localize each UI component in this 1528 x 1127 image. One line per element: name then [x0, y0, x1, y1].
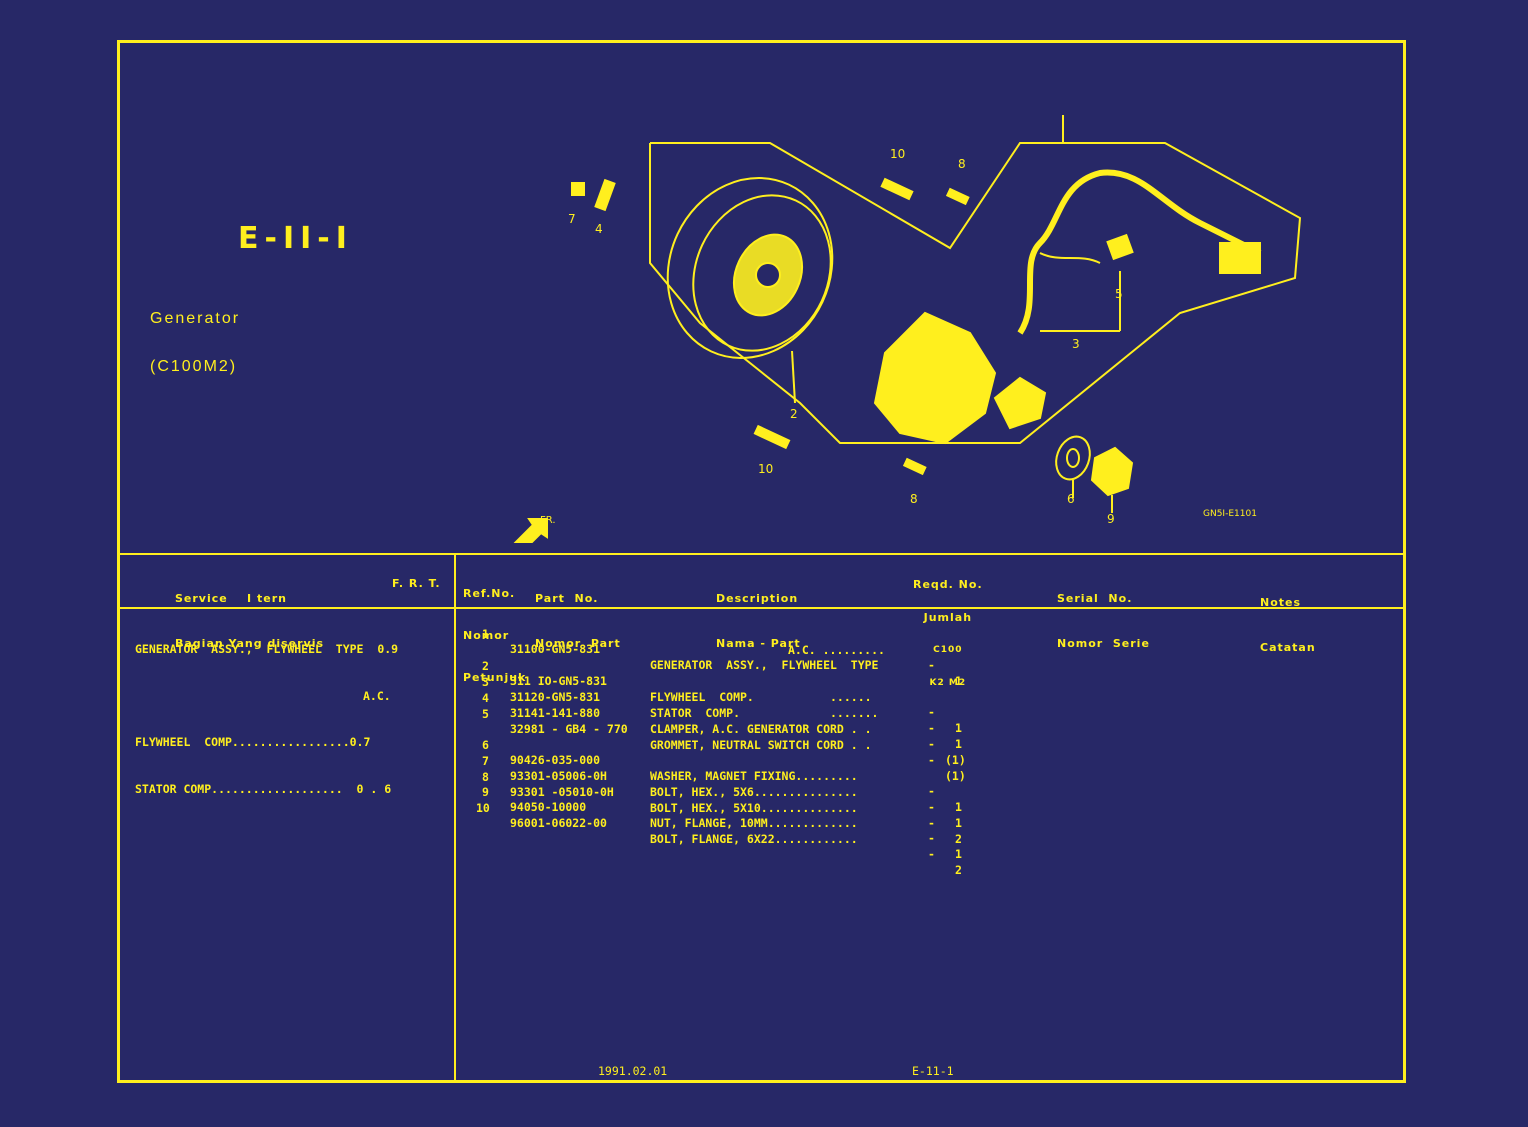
list-item: A.C. — [363, 688, 391, 703]
header-notes: Notes Catatan — [1260, 596, 1316, 654]
diagram-id: GN5I-E1101 — [1203, 509, 1257, 519]
footer-page-code: E-11-1 — [912, 1064, 954, 1078]
list-item: STATOR COMP................... 0 . 6 — [135, 781, 392, 796]
callout-10-top: 10 — [890, 147, 905, 161]
table-row: 1 31100-GN5-831 GENERATOR ASSY., FLYWHEE… — [482, 626, 879, 672]
parts-table: 1 31100-GN5-831 GENERATOR ASSY., FLYWHEE… — [120, 611, 1403, 877]
table-row: A.C. ......... - 1 — [788, 642, 962, 688]
parts-sheet: E-II-I Generator (C100M2) — [117, 40, 1406, 1083]
header-serial: Serial No. Nomor Serie — [1057, 592, 1150, 650]
assembly-outline — [649, 142, 1302, 444]
front-arrow — [513, 518, 548, 543]
table-divider — [454, 553, 456, 1080]
table-row: 3 31120-GN5-831 STATOR COMP. ....... - 1 — [482, 674, 962, 751]
table-header-rule — [120, 607, 1403, 609]
header-part: Part No. Nomor Part — [535, 592, 621, 650]
table-row: 10 96001-06022-00 BOLT, FLANGE, 6X22....… — [476, 800, 962, 877]
page-title: Generator (C100M2) — [150, 279, 240, 407]
callout-6: 6 — [1067, 492, 1075, 506]
callout-3: 3 — [1072, 337, 1080, 351]
callout-5: 5 — [1115, 287, 1123, 301]
model-text: (C100M2) — [150, 358, 238, 375]
callout-8-top: 8 — [958, 157, 966, 171]
table-row: 7 93301-05006-0H BOLT, HEX., 5X6........… — [482, 753, 962, 830]
table-row: 6 90426-035-000 WASHER, MAGNET FIXING...… — [482, 737, 962, 814]
callout-10-bottom: 10 — [758, 462, 773, 476]
front-label: FR. — [540, 515, 556, 526]
table-row: 5 32981 - GB4 - 770 GROMMET, NEUTRAL SWI… — [482, 706, 966, 783]
table-row: 8 93301 -05010-0H BOLT, HEX., 5X10......… — [482, 769, 962, 846]
callout-8-bottom: 8 — [910, 492, 918, 506]
header-ref: Ref.No. Nomor Petunjuk — [463, 587, 527, 684]
footer-date: 1991.02.01 — [598, 1064, 668, 1078]
table-row: 9 94050-10000 NUT, FLANGE, 10MM.........… — [482, 784, 962, 861]
flywheel-outer — [666, 177, 834, 359]
table-row: 2 311 IO-GN5-831 FLYWHEEL COMP. ...... -… — [482, 658, 962, 735]
list-item: FLYWHEEL COMP.................0.7 — [135, 735, 371, 749]
table-row: 4 31141-141-880 CLAMPER, A.C. GENERATOR … — [482, 690, 966, 767]
list-item: GENERATOR ASSY., FLYWHEEL TYPE 0.9 — [135, 642, 399, 656]
exploded-diagram: 10 8 7 4 5 3 2 10 8 6 9 FR. GN5I-E1101 — [513, 115, 1302, 543]
callout-7: 7 — [568, 212, 576, 226]
callout-9: 9 — [1107, 512, 1115, 526]
title-text: Generator — [150, 310, 241, 327]
callout-4: 4 — [595, 222, 603, 236]
header-reqd: Reqd. No. Jumlah C100 K2 M2 — [913, 578, 983, 688]
table-top-rule — [120, 553, 1403, 555]
header-description: Description Nama - Part — [716, 592, 801, 650]
callout-2: 2 — [790, 407, 798, 421]
page-code: E-II-I — [238, 221, 353, 256]
stator-body — [873, 311, 997, 445]
header-service: Service I tern Bagian Yang diservis — [175, 592, 325, 650]
service-items: GENERATOR ASSY., FLYWHEEL TYPE 0.9 A.C. … — [135, 611, 398, 828]
header-frt: F. R. T. — [392, 577, 441, 590]
